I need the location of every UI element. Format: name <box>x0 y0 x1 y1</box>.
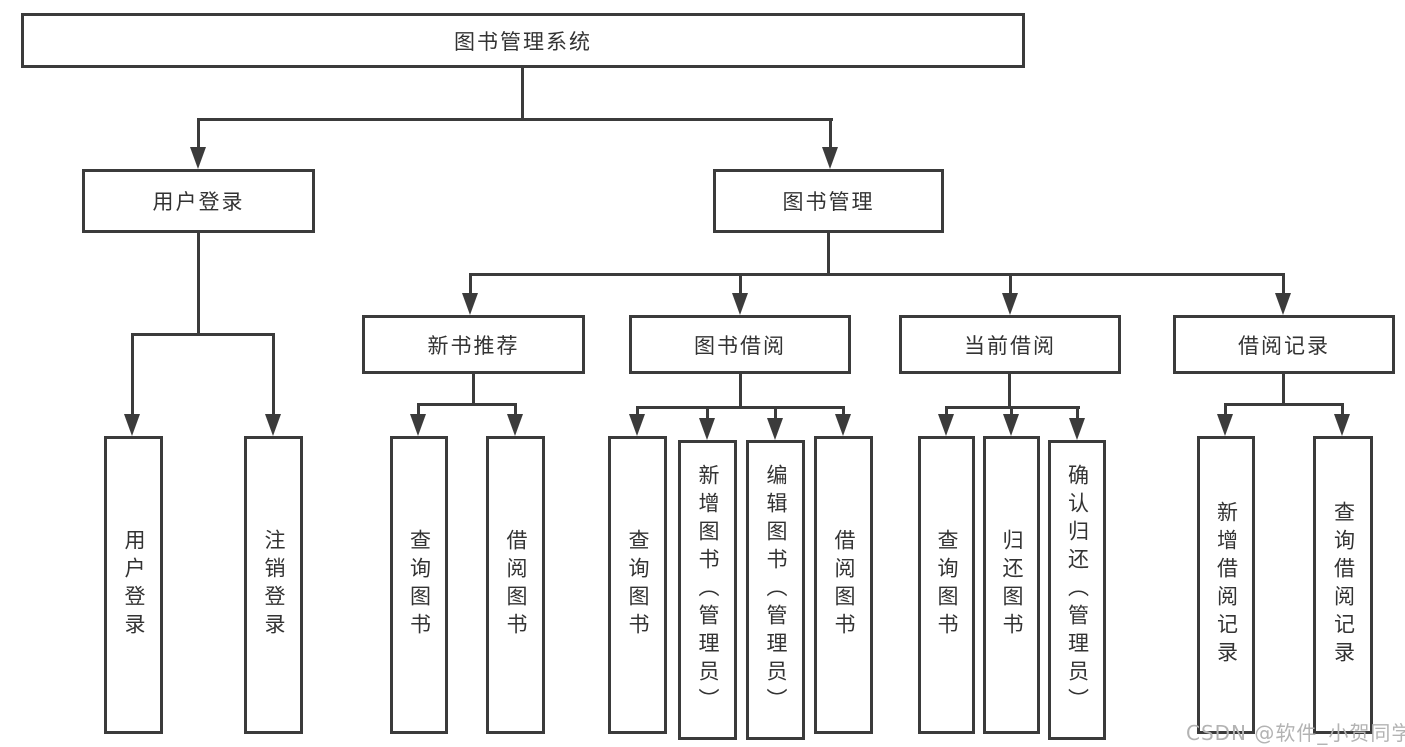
node-user-login-branch: 用户登录 <box>82 169 315 233</box>
arrow-down-icon <box>1217 414 1233 436</box>
arrow-down-icon <box>410 414 426 436</box>
node-label: 确认归还（管理员） <box>1065 464 1090 716</box>
node-label: 借阅图书 <box>504 529 528 641</box>
connector-line <box>945 406 948 416</box>
node-leaf-add-borrow-record: 新增借阅记录 <box>1197 436 1255 734</box>
node-leaf-user-login: 用户登录 <box>104 436 163 734</box>
arrow-down-icon <box>732 293 748 315</box>
node-label: 图书管理 <box>782 190 875 214</box>
arrow-down-icon <box>190 147 206 169</box>
arrow-down-icon <box>265 414 281 436</box>
node-label: 归还图书 <box>1000 529 1024 641</box>
node-leaf-confirm-return-admin: 确认归还（管理员） <box>1048 440 1106 740</box>
arrow-down-icon <box>1069 418 1085 440</box>
node-leaf-add-books-admin: 新增图书（管理员） <box>678 440 737 740</box>
connector-line <box>1009 273 1012 295</box>
connector-line <box>636 406 845 409</box>
node-leaf-query-books: 查询图书 <box>390 436 448 734</box>
connector-line <box>472 374 475 403</box>
connector-line <box>417 403 517 406</box>
arrow-down-icon <box>1275 293 1291 315</box>
arrow-down-icon <box>767 418 783 440</box>
arrow-down-icon <box>1002 293 1018 315</box>
connector-line <box>842 406 845 416</box>
connector-line <box>417 403 420 415</box>
node-label: 借阅记录 <box>1238 333 1330 358</box>
node-label: 查询借阅记录 <box>1331 501 1356 669</box>
csdn-watermark: CSDN @软件_小贺同学 <box>1186 721 1405 745</box>
node-label: 当前借阅 <box>964 333 1056 358</box>
connector-line <box>521 68 524 118</box>
node-label: 用户登录 <box>152 190 245 214</box>
connector-line <box>272 333 275 417</box>
connector-line <box>469 273 1285 276</box>
node-borrowing-records: 借阅记录 <box>1173 315 1395 374</box>
arrow-down-icon <box>462 293 478 315</box>
connector-line <box>1224 403 1344 406</box>
arrow-down-icon <box>1334 414 1350 436</box>
arrow-down-icon <box>629 414 645 436</box>
node-current-borrowing: 当前借阅 <box>899 315 1121 374</box>
connector-line <box>829 118 832 150</box>
connector-line <box>131 333 134 417</box>
connector-line <box>1341 403 1344 415</box>
node-leaf-edit-books-admin: 编辑图书（管理员） <box>746 440 805 740</box>
connector-line <box>706 406 709 420</box>
arrow-down-icon <box>1003 414 1019 436</box>
node-label: 图书管理系统 <box>454 29 592 54</box>
connector-line <box>636 406 639 416</box>
node-label: 注销登录 <box>262 529 286 641</box>
node-label: 新书推荐 <box>427 333 520 358</box>
arrow-down-icon <box>835 414 851 436</box>
node-leaf-query-borrow-record: 查询借阅记录 <box>1313 436 1373 734</box>
node-label: 查询图书 <box>935 529 959 641</box>
arrow-down-icon <box>822 147 838 169</box>
arrow-down-icon <box>938 414 954 436</box>
node-leaf-query-books: 查询图书 <box>918 436 975 734</box>
connector-line <box>197 233 200 333</box>
node-label: 图书借阅 <box>694 333 786 358</box>
node-leaf-logout: 注销登录 <box>244 436 303 734</box>
connector-line <box>739 374 742 406</box>
connector-line <box>774 406 777 420</box>
node-leaf-borrow-books: 借阅图书 <box>486 436 545 734</box>
node-new-book-recommend: 新书推荐 <box>362 315 585 374</box>
connector-line <box>469 273 472 295</box>
node-book-borrowing: 图书借阅 <box>629 315 851 374</box>
connector-line <box>1010 406 1013 416</box>
node-label: 借阅图书 <box>832 529 856 641</box>
node-leaf-borrow-books: 借阅图书 <box>814 436 873 734</box>
node-label: 用户登录 <box>122 529 146 641</box>
connector-line <box>131 333 275 336</box>
connector-line <box>1282 374 1285 403</box>
connector-line <box>739 273 742 295</box>
node-label: 新增图书（管理员） <box>696 464 720 716</box>
connector-line <box>197 118 200 150</box>
arrow-down-icon <box>507 414 523 436</box>
arrow-down-icon <box>699 418 715 440</box>
node-leaf-query-books: 查询图书 <box>608 436 667 734</box>
connector-line <box>1224 403 1227 415</box>
connector-line <box>827 233 830 273</box>
connector-line <box>514 403 517 415</box>
connector-line <box>1076 406 1079 420</box>
arrow-down-icon <box>124 414 140 436</box>
connector-line <box>1282 273 1285 295</box>
node-label: 编辑图书（管理员） <box>764 464 788 716</box>
node-label: 查询图书 <box>626 529 650 641</box>
node-library-management-system: 图书管理系统 <box>21 13 1025 68</box>
connector-line <box>1008 374 1011 406</box>
node-label: 查询图书 <box>407 529 432 641</box>
node-book-management-branch: 图书管理 <box>713 169 944 233</box>
node-leaf-return-books: 归还图书 <box>983 436 1040 734</box>
node-label: 新增借阅记录 <box>1214 501 1239 669</box>
connector-line <box>197 118 833 121</box>
